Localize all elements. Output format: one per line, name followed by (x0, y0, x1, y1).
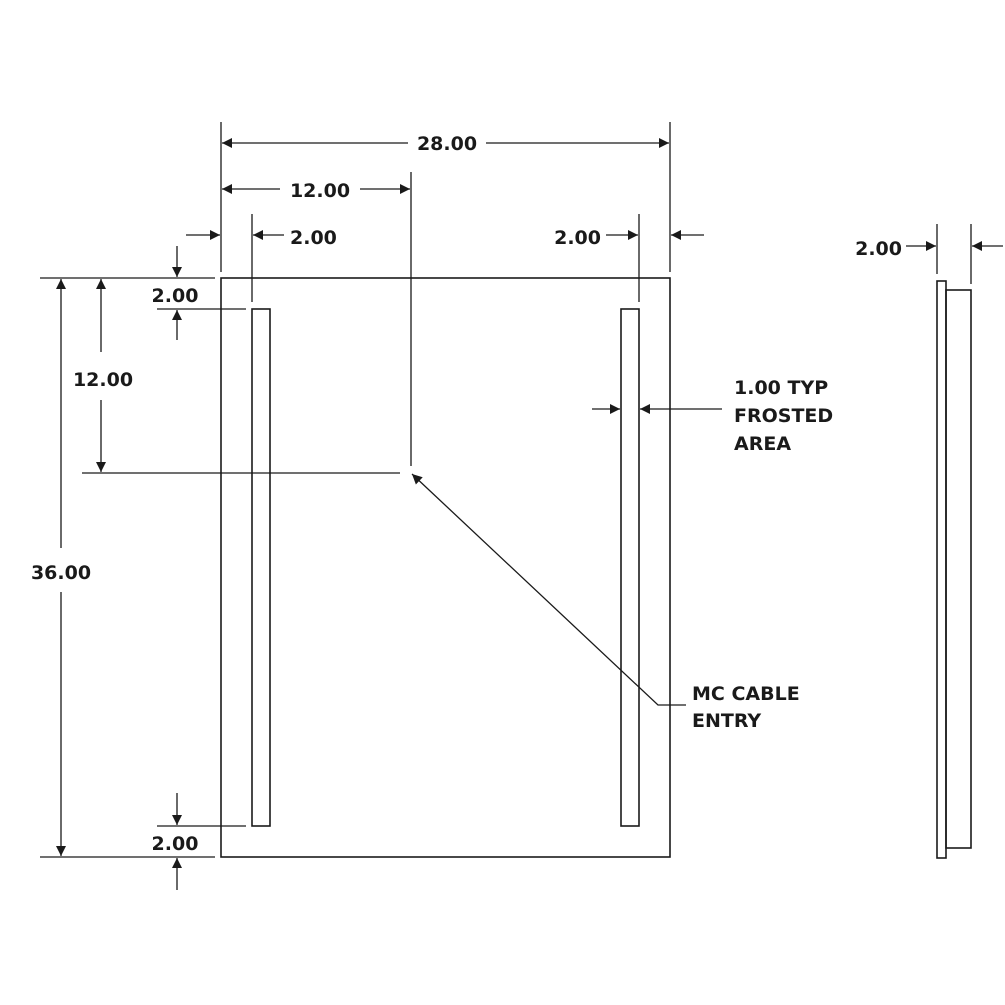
dim-top-margin: 2.00 (152, 246, 199, 340)
dim-depth: 2.00 (855, 238, 1003, 260)
mirror-outline (220, 277, 671, 858)
dim-bottom-margin: 2.00 (152, 793, 199, 890)
left-frosted-strip (251, 308, 271, 827)
dim-cable-offset-x: 12.00 (222, 180, 410, 202)
dim-left-margin: 2.00 (186, 227, 337, 249)
dim-frosted-width: 1.00 TYP FROSTED AREA (592, 377, 833, 455)
cable-note-line1: MC CABLE (692, 683, 800, 705)
right-frosted-strip (620, 308, 640, 827)
dim-right-margin: 2.00 (554, 227, 704, 249)
overall-width-label: 28.00 (417, 133, 477, 155)
cable-entry-leader: MC CABLE ENTRY (411, 473, 800, 732)
left-margin-label: 2.00 (290, 227, 337, 249)
bottom-margin-label: 2.00 (152, 833, 199, 855)
cable-note-line2: ENTRY (692, 710, 761, 732)
dim-overall-height: 36.00 (31, 279, 91, 856)
frosted-note-line1: 1.00 TYP (734, 377, 828, 399)
frosted-note-line3: AREA (734, 433, 791, 455)
depth-label: 2.00 (855, 238, 902, 260)
right-margin-label: 2.00 (554, 227, 601, 249)
dim-cable-offset-y: 12.00 (73, 279, 133, 472)
frosted-note-line2: FROSTED (734, 405, 833, 427)
dim-overall-width: 28.00 (222, 133, 669, 155)
cable-offset-y-label: 12.00 (73, 369, 133, 391)
cable-offset-x-label: 12.00 (290, 180, 350, 202)
extension-lines (40, 122, 972, 858)
overall-height-label: 36.00 (31, 562, 91, 584)
side-view (936, 280, 972, 859)
top-margin-label: 2.00 (152, 285, 199, 307)
